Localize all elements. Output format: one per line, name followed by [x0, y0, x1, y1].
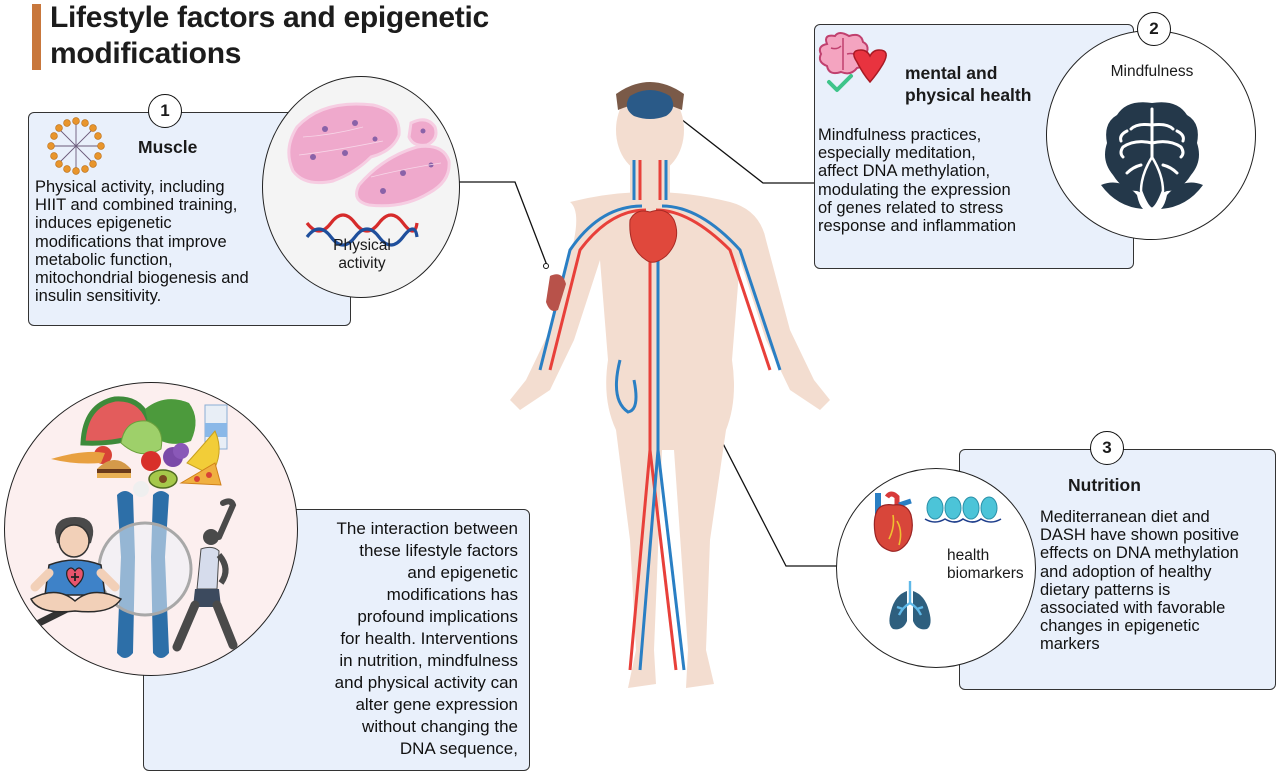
- section-number-badge-1: 1: [148, 94, 182, 128]
- text-line: effects on DNA methylation: [1040, 544, 1239, 563]
- text-line: modulating the expression: [818, 180, 1011, 199]
- title-line-1: Lifestyle factors and epigenetic: [50, 1, 489, 34]
- stretching-woman: [172, 498, 238, 652]
- text-line: induces epigenetic: [35, 214, 172, 233]
- label-line: Physical: [333, 237, 391, 254]
- text-line: insulin sensitivity.: [35, 287, 162, 306]
- mindfulness-circle: Mindfulness: [1046, 30, 1256, 240]
- heart-icon: [873, 491, 913, 552]
- text-line: and adoption of healthy: [1040, 562, 1212, 581]
- text-line: HIIT and combined training,: [35, 196, 238, 215]
- lifestyle-circle: [4, 382, 298, 676]
- lotus-brain-icon: [1101, 102, 1203, 211]
- text-line: profound implications: [357, 607, 518, 626]
- health-biomarkers-circle: health biomarkers: [836, 468, 1036, 668]
- text-line: metabolic function,: [35, 250, 173, 269]
- connector-muscle: [458, 181, 549, 269]
- text-line: DNA sequence,: [399, 739, 518, 758]
- text-line: DASH have shown positive: [1040, 526, 1240, 545]
- summary-description: The interaction between these lifestyle …: [296, 518, 518, 760]
- label-line: health: [947, 547, 990, 564]
- nutrition-description: Mediterranean diet and DASH have shown p…: [1040, 508, 1239, 654]
- label-line: activity: [338, 255, 386, 272]
- physical-activity-circle: Physical activity: [262, 76, 460, 298]
- heading-line: physical health: [905, 85, 1032, 105]
- muscle-fiber-icon: [47, 117, 105, 175]
- muscle-heading: Muscle: [138, 137, 198, 157]
- connector-dot-arm: [543, 263, 549, 269]
- connector-brain: [671, 111, 815, 184]
- text-line: The interaction between: [336, 519, 518, 538]
- text-line: affect DNA methylation,: [818, 162, 991, 181]
- text-line: Physical activity, including: [35, 178, 225, 196]
- muscle-description: Physical activity, including HIIT and co…: [35, 178, 249, 305]
- lungs-icon: [889, 581, 931, 630]
- nutrition-heading: Nutrition: [1068, 475, 1141, 495]
- text-line: these lifestyle factors: [359, 541, 518, 560]
- text-line: of genes related to stress: [818, 198, 1004, 217]
- meditating-person: [30, 517, 123, 613]
- text-line: for health. Interventions: [340, 629, 518, 648]
- text-line: especially meditation,: [818, 144, 976, 163]
- mindfulness-label: Mindfulness: [1110, 63, 1194, 80]
- heading-line: mental and: [905, 63, 998, 83]
- health-biomarkers-label: health biomarkers: [947, 547, 1024, 583]
- text-line: Mediterranean diet and: [1040, 508, 1210, 526]
- text-line: and epigenetic: [407, 563, 518, 582]
- title-accent-bar: [32, 4, 41, 70]
- text-line: Mindfulness practices,: [818, 126, 982, 144]
- text-line: associated with favorable: [1040, 599, 1226, 618]
- mental-physical-health-heading: mental and physical health: [905, 62, 1031, 106]
- text-line: without changing the: [362, 717, 518, 736]
- text-line: markers: [1040, 635, 1100, 654]
- mindfulness-description: Mindfulness practices, especially medita…: [818, 126, 1016, 235]
- page-title: Lifestyle factors and epigenetic modific…: [50, 0, 489, 72]
- text-line: dietary patterns is: [1040, 580, 1171, 599]
- text-line: mitochondrial biogenesis and: [35, 269, 249, 288]
- chromosome-magnifier: [11, 491, 193, 658]
- adipose-tissue-illustration: [287, 102, 451, 208]
- title-line-2: modifications: [50, 37, 242, 70]
- healthy-food-group: [51, 396, 228, 497]
- text-line: in nutrition, mindfulness: [339, 651, 518, 670]
- label-line: biomarkers: [947, 565, 1024, 582]
- text-line: response and inflammation: [818, 217, 1017, 236]
- nucleosome-icon: [924, 496, 1002, 523]
- section-number-badge-2: 2: [1137, 12, 1171, 46]
- section-number-badge-3: 3: [1090, 431, 1124, 465]
- text-line: modifications has: [386, 585, 518, 604]
- text-line: alter gene expression: [355, 695, 518, 714]
- physical-activity-label: Physical activity: [263, 237, 459, 273]
- text-line: modifications that improve: [35, 232, 227, 251]
- text-line: changes in epigenetic: [1040, 617, 1200, 636]
- text-line: and physical activity can: [334, 673, 518, 692]
- brain-heart-check-icon: [818, 32, 887, 92]
- human-circulatory-system: [510, 82, 830, 688]
- dna-helix-icon: [305, 213, 419, 247]
